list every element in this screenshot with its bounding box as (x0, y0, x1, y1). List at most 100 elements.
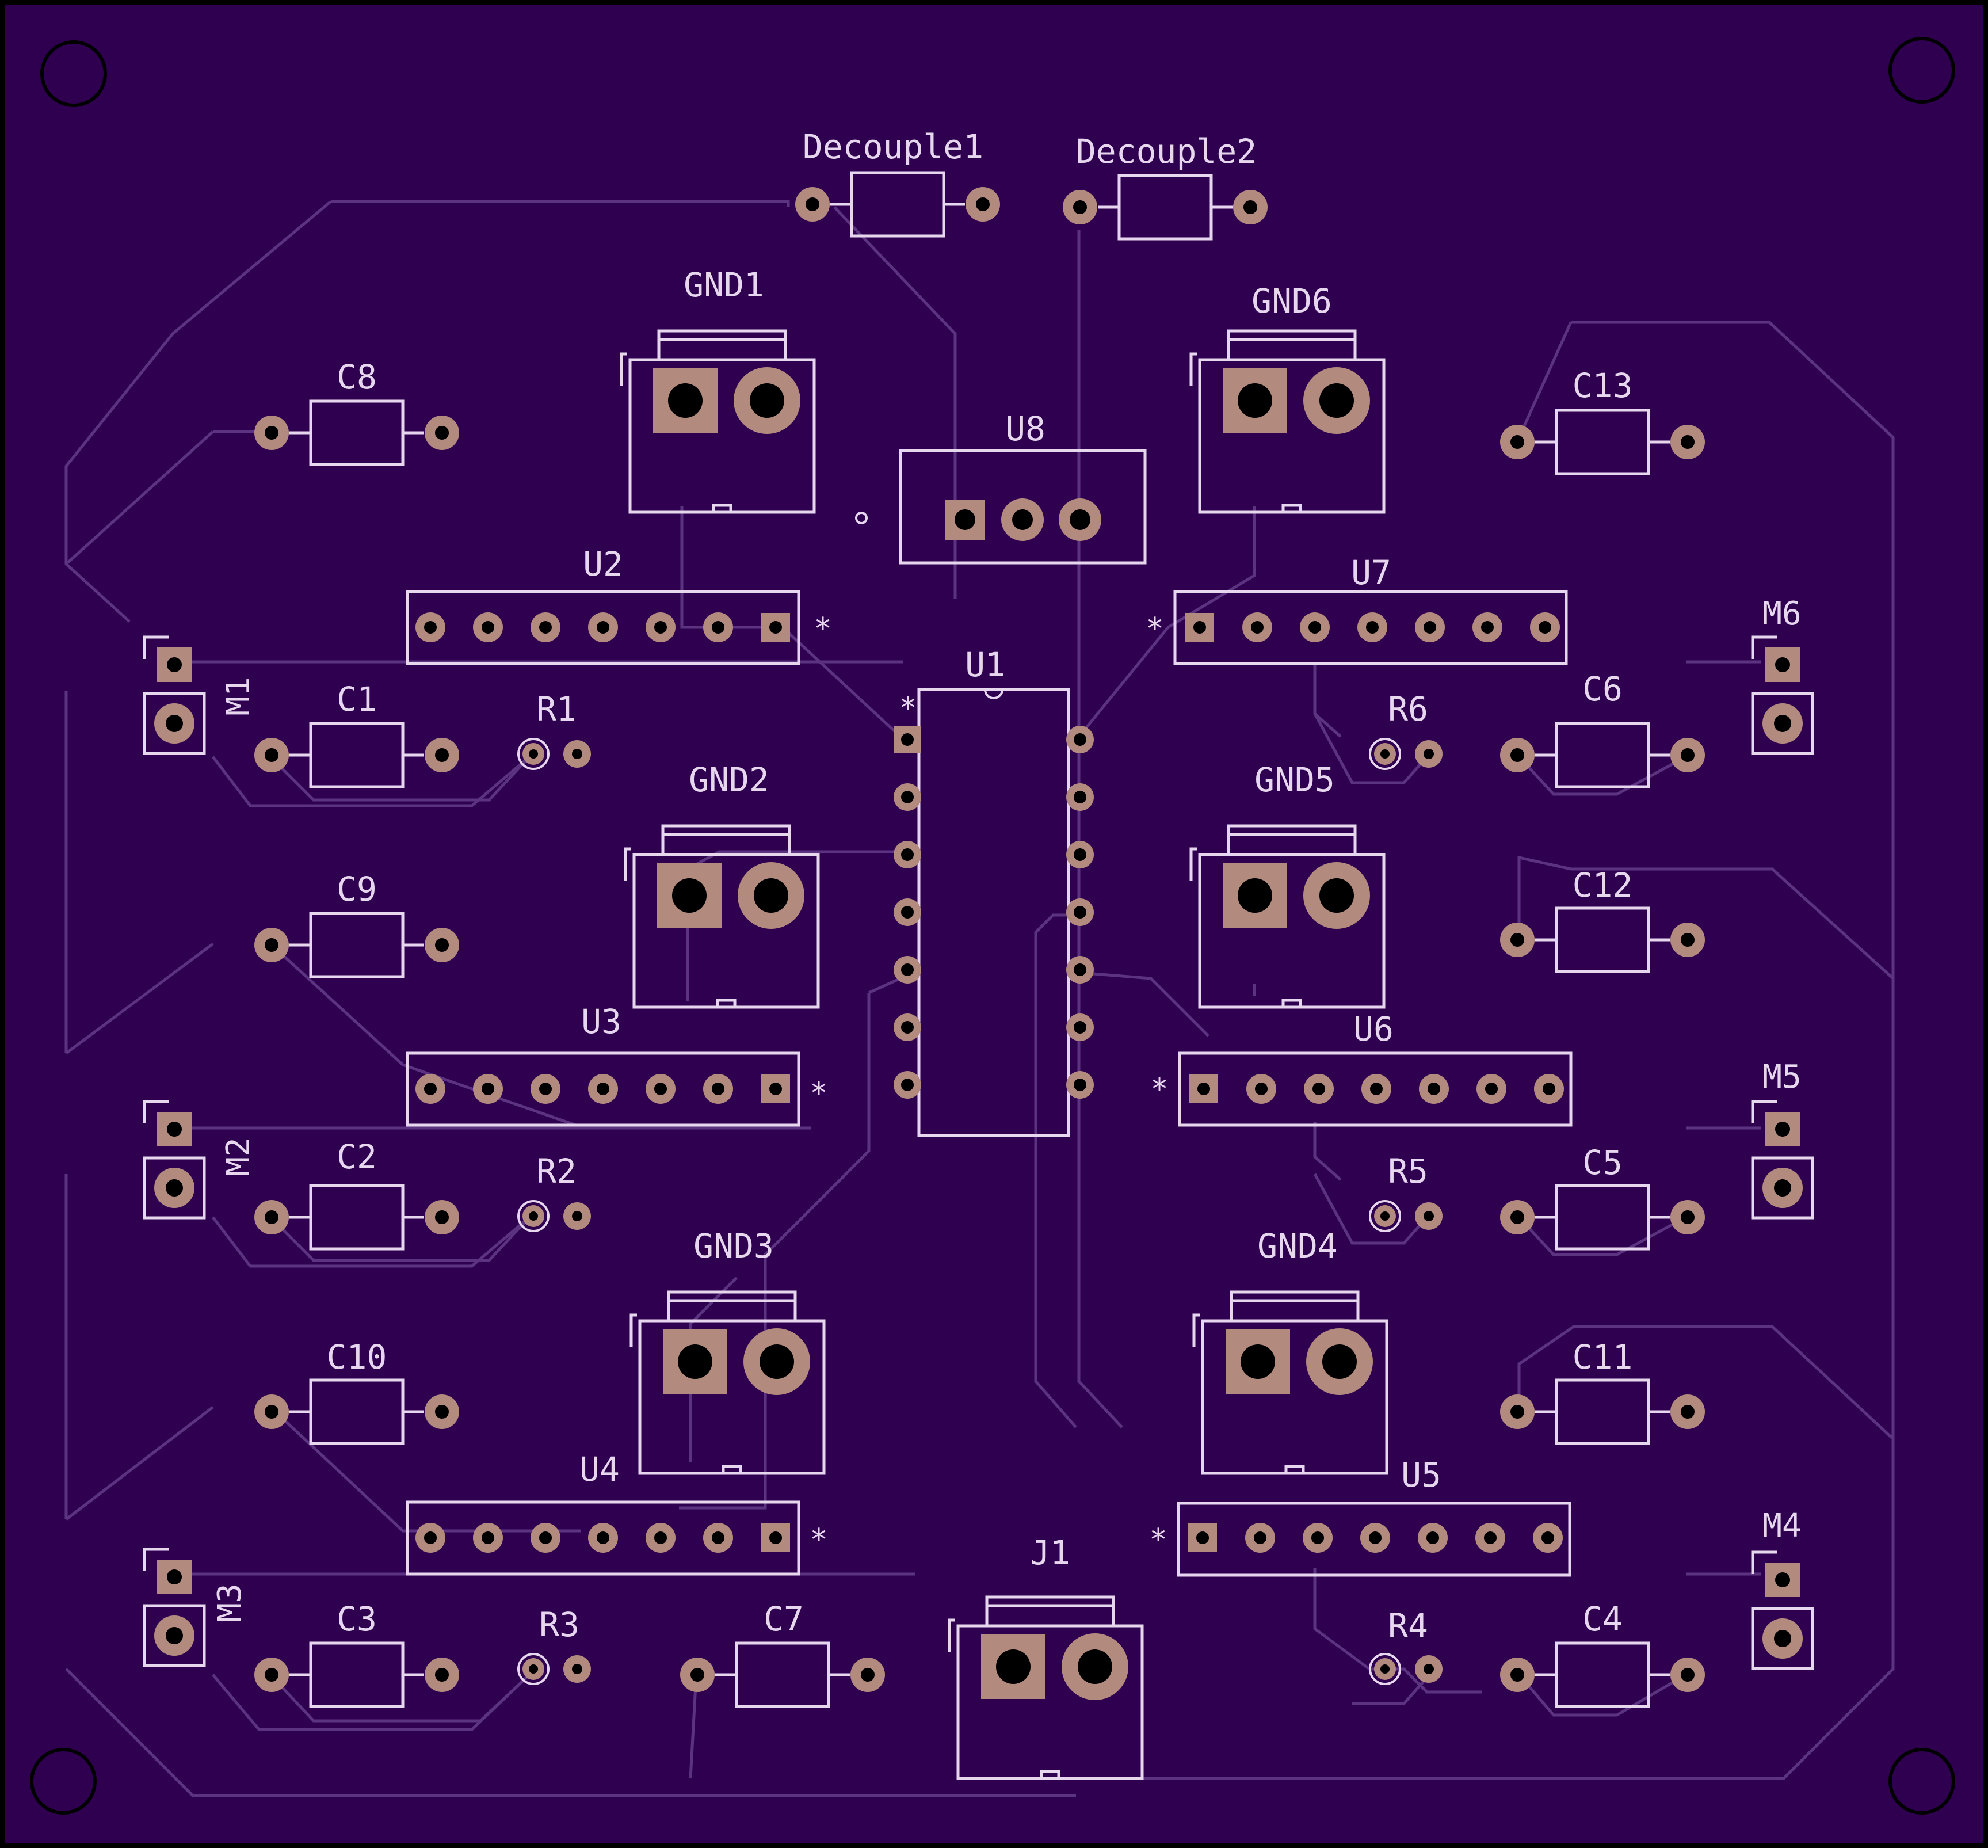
u5-component (1177, 1502, 1571, 1577)
m4-label: M4 (1762, 1507, 1801, 1545)
header-pin (1418, 1523, 1448, 1553)
c8-label: C8 (337, 357, 377, 397)
c2-label: C2 (337, 1137, 377, 1176)
header-pin (703, 1523, 733, 1553)
u1-pin1-marker: * (899, 691, 917, 726)
c3-label: C3 (337, 1599, 377, 1639)
dip-pin (1066, 956, 1094, 984)
dip-pin (894, 1071, 921, 1099)
header-pin (1189, 1074, 1218, 1103)
c6-label: C6 (1582, 669, 1623, 708)
header-pin (415, 1074, 445, 1104)
u6-pin1-marker: * (1150, 1072, 1168, 1107)
header-pin (703, 612, 733, 642)
header-pin (1472, 612, 1502, 642)
r4-label: R4 (1388, 1606, 1428, 1645)
dip-pin (1066, 841, 1094, 868)
header-pin (531, 1523, 560, 1553)
j1-label: J1 (1030, 1533, 1070, 1572)
motor-header (143, 635, 206, 755)
c12-label: C12 (1573, 866, 1633, 905)
header-pin (1304, 1074, 1334, 1104)
header-pin (1303, 1523, 1333, 1553)
header-pin (588, 612, 618, 642)
c11-label: C11 (1573, 1338, 1633, 1377)
u8-component (855, 449, 1147, 565)
motor-header (143, 1548, 206, 1667)
header-pin (1361, 1074, 1391, 1104)
header-pin (1475, 1523, 1505, 1553)
header-pin (588, 1523, 618, 1553)
dip-pin (894, 1013, 921, 1041)
header-pin (473, 1523, 503, 1553)
u4-component (406, 1500, 800, 1576)
u7-pin1-marker: * (1146, 612, 1163, 646)
header-pin (415, 612, 445, 642)
r1-label: R1 (536, 689, 577, 729)
header-pin (588, 1074, 618, 1104)
header-pin (473, 1074, 503, 1104)
decouple1-label: Decouple1 (803, 127, 983, 166)
mounting-hole (30, 1748, 97, 1815)
gnd4-label: GND4 (1257, 1226, 1338, 1266)
motor-header (1751, 1550, 1814, 1670)
mounting-holes (30, 37, 1955, 1815)
gnd2-label: GND2 (689, 760, 769, 799)
header-pin (1530, 612, 1560, 642)
header-pin (1245, 1523, 1275, 1553)
header-pin (646, 1074, 676, 1104)
header-pin (1357, 612, 1387, 642)
u2-pin1-marker: * (814, 612, 831, 646)
r2-label: R2 (536, 1152, 577, 1191)
mounting-hole (1888, 37, 1955, 104)
m5-label: M5 (1762, 1058, 1801, 1096)
m6-label: M6 (1762, 595, 1801, 632)
header-pin (1360, 1523, 1390, 1553)
dip-pin (1066, 783, 1094, 811)
header-pin (415, 1523, 445, 1553)
gnd5-label: GND5 (1254, 760, 1335, 799)
gnd3-label: GND3 (693, 1226, 774, 1266)
u4-pin1-marker: * (810, 1523, 827, 1557)
c13-label: C13 (1573, 366, 1633, 405)
motor-header (1751, 635, 1814, 755)
u8-label: U8 (1005, 409, 1045, 448)
header-pin (646, 612, 676, 642)
u4-label: U4 (579, 1450, 620, 1489)
c10-label: C10 (327, 1338, 387, 1377)
c9-label: C9 (337, 870, 377, 909)
m3-label: M3 (211, 1583, 249, 1622)
mounting-hole (1888, 1748, 1955, 1815)
header-pin (1300, 612, 1330, 642)
motor-headers (143, 635, 1814, 1670)
u7-label: U7 (1351, 553, 1391, 592)
header-pin (761, 1074, 790, 1103)
dip-pin (1066, 726, 1094, 753)
u6-label: U6 (1353, 1009, 1394, 1049)
u5-pin1-marker: * (1149, 1523, 1167, 1557)
r5-label: R5 (1388, 1152, 1428, 1191)
motor-header (143, 1100, 206, 1220)
header-pin (1246, 1074, 1276, 1104)
header-pin (1419, 1074, 1449, 1104)
m2-label: M2 (220, 1137, 257, 1176)
u2-label: U2 (583, 544, 623, 584)
header-pin (531, 612, 560, 642)
dip-pin (1066, 1071, 1094, 1099)
c5-label: C5 (1582, 1143, 1623, 1182)
header-pin (761, 613, 790, 642)
u1-component (894, 688, 1094, 1137)
c7-label: C7 (764, 1599, 804, 1639)
u5-label: U5 (1401, 1455, 1441, 1495)
mounting-hole (40, 40, 107, 107)
header-pins (415, 612, 1564, 1553)
dip-pin (894, 841, 921, 868)
r3-label: R3 (539, 1605, 579, 1644)
r6-label: R6 (1388, 689, 1428, 729)
header-pin (761, 1523, 790, 1552)
header-pin (703, 1074, 733, 1104)
m1-label: M1 (220, 677, 257, 715)
gnd1-label: GND1 (684, 265, 764, 304)
